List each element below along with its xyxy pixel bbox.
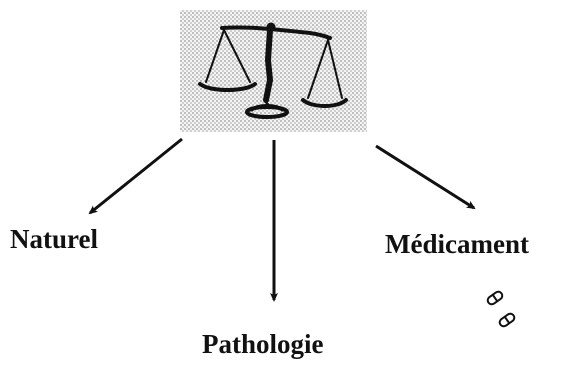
node-label-naturel: Naturel	[10, 224, 98, 254]
arrow-to-medicament	[375, 144, 476, 210]
pill-capsules-icon	[486, 290, 516, 328]
node-label-pathologie: Pathologie	[202, 329, 324, 359]
node-label-medicament: Médicament	[385, 229, 529, 259]
arrow-to-naturel	[88, 137, 183, 215]
balance-scale-icon	[198, 22, 348, 119]
